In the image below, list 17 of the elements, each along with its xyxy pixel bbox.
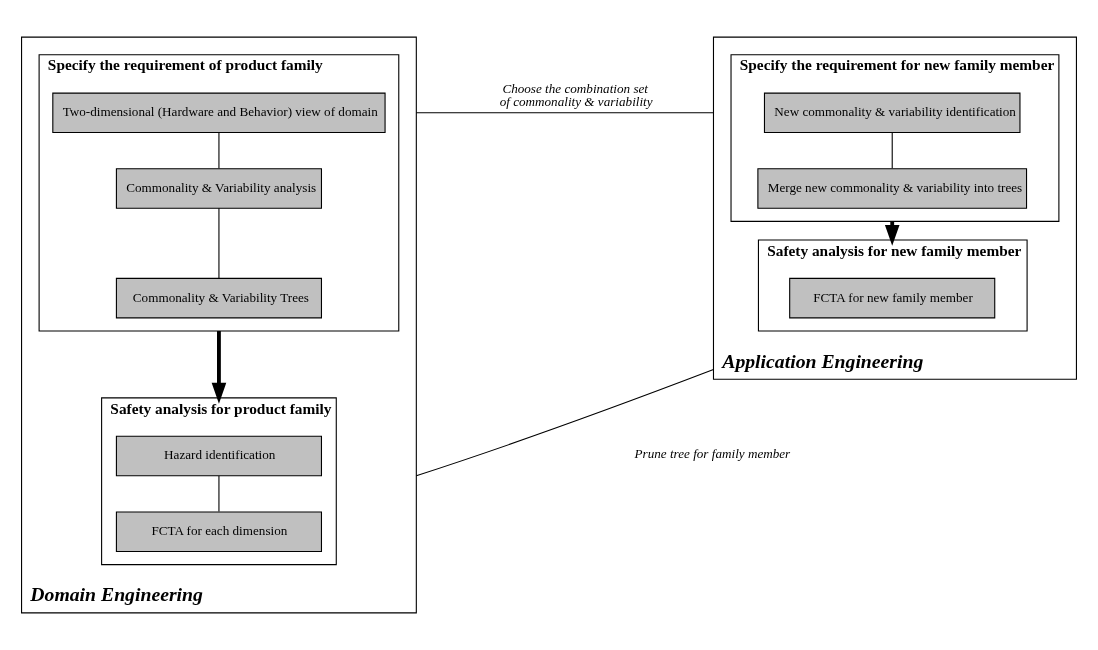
node-box: Commonality & Variability Trees: [115, 277, 323, 319]
node-box: New commonality & variability identification: [763, 92, 1021, 134]
connector: [218, 475, 220, 513]
node-box: FCTA for each dimension: [115, 511, 323, 552]
edge-label: Prune tree for family member: [634, 446, 791, 462]
connector: [891, 132, 893, 169]
node-box: Two-dimensional (Hardware and Behavior) view of domain: [52, 92, 386, 134]
arrow: [211, 331, 227, 404]
connector: [415, 112, 715, 114]
node-box: FCTA for new family member: [789, 277, 996, 319]
node-box: Commonality & Variability analysis: [115, 168, 323, 209]
node-box: Merge new commonality & variability into trees: [757, 168, 1028, 209]
connector: [415, 369, 715, 477]
node-box: Hazard identification: [115, 435, 323, 477]
connector: [218, 207, 220, 279]
connector: [218, 132, 220, 169]
edge-label: Choose the combination set of commonality & variability: [499, 80, 653, 109]
